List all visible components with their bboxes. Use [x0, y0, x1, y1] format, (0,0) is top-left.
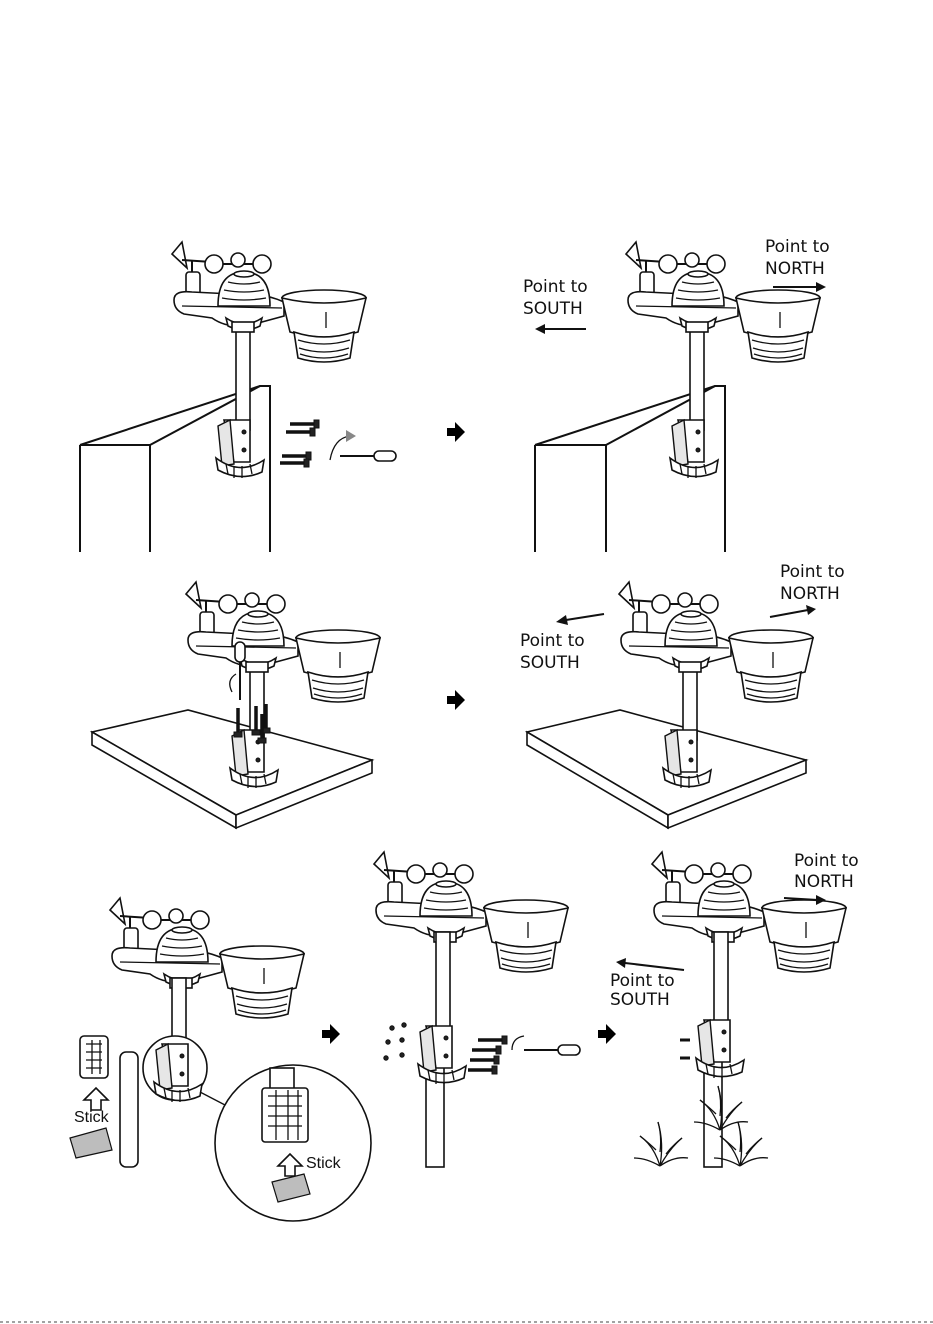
- up-arrow-icon: [84, 1088, 108, 1110]
- north-label-line1: Point to: [765, 237, 830, 257]
- south-label-line2: SOUTH: [610, 990, 670, 1010]
- north-label-line2: NORTH: [765, 259, 825, 279]
- panel-wall-oriented: Point to NORTH Point to SOUTH: [523, 237, 830, 552]
- panel-pole-stick: Stick Stick: [70, 898, 371, 1221]
- south-label-line1: Point to: [610, 971, 675, 991]
- south-label-line2: SOUTH: [520, 653, 580, 673]
- panel-wall-mount: [80, 242, 396, 552]
- south-label-line1: Point to: [523, 277, 588, 297]
- north-label-line1: Point to: [794, 851, 859, 871]
- panel-pole-screw: [374, 852, 580, 1167]
- north-label-line1: Point to: [780, 562, 845, 582]
- panel-surface-mount: [92, 582, 380, 828]
- next-step-arrow: [322, 1024, 340, 1044]
- stick-label: Stick: [74, 1109, 110, 1126]
- stick-label: Stick: [306, 1155, 342, 1172]
- north-arrow-icon: [806, 605, 816, 615]
- adhesive-pad: [70, 1128, 112, 1158]
- north-label-line2: NORTH: [780, 584, 840, 604]
- panel-surface-oriented: Point to NORTH Point to SOUTH: [520, 562, 845, 828]
- north-label-line2: NORTH: [794, 872, 854, 892]
- next-step-arrow: [598, 1024, 616, 1044]
- south-arrow-icon: [535, 324, 545, 334]
- panel-pole-oriented: Point to NORTH Point to SOUTH: [610, 851, 859, 1167]
- south-label-line2: SOUTH: [523, 299, 583, 319]
- south-label-line1: Point to: [520, 631, 585, 651]
- next-step-arrow: [447, 690, 465, 710]
- north-arrow-icon: [816, 282, 826, 292]
- next-step-arrow: [447, 422, 465, 442]
- south-arrow-icon: [556, 615, 568, 625]
- south-arrow-icon: [616, 958, 626, 968]
